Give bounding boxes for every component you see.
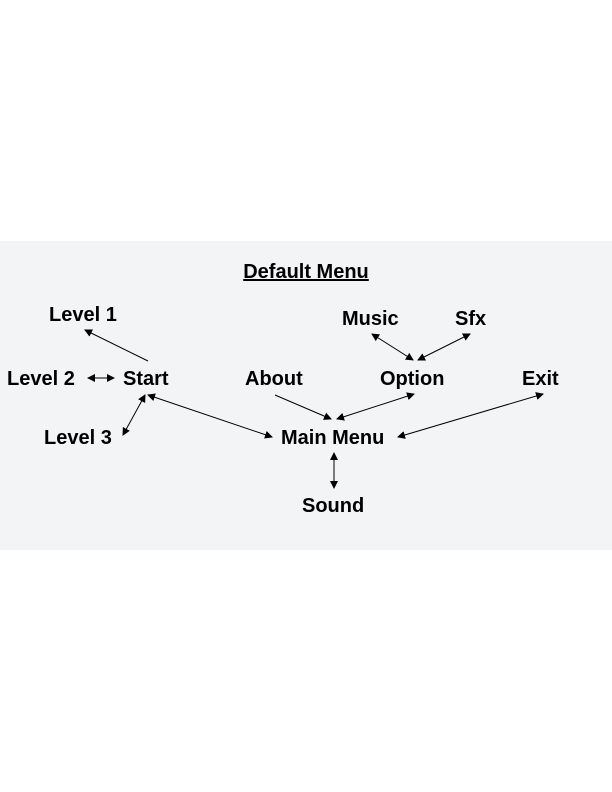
edge-music-option: [371, 333, 414, 361]
node-exit: Exit: [522, 368, 559, 390]
node-level-3: Level 3: [44, 427, 112, 449]
node-sound: Sound: [302, 495, 365, 517]
node-music: Music: [342, 308, 399, 330]
edge-start-main-menu: [147, 393, 273, 439]
node-level-1: Level 1: [49, 304, 117, 326]
edge-main-menu-exit: [397, 392, 544, 439]
node-about: About: [245, 368, 303, 390]
edge-main-menu-option: [336, 392, 415, 421]
node-option: Option: [380, 368, 445, 390]
node-start: Start: [123, 368, 169, 390]
node-main-menu: Main Menu: [281, 427, 385, 449]
edge-start-level1: [84, 329, 149, 362]
node-level-2: Level 2: [7, 368, 75, 390]
edge-start-level3: [122, 394, 146, 436]
edge-sfx-option: [417, 333, 471, 361]
diagram-title: Default Menu: [243, 261, 369, 283]
edge-about-main-menu: [274, 394, 332, 420]
node-sfx: Sfx: [455, 308, 487, 330]
